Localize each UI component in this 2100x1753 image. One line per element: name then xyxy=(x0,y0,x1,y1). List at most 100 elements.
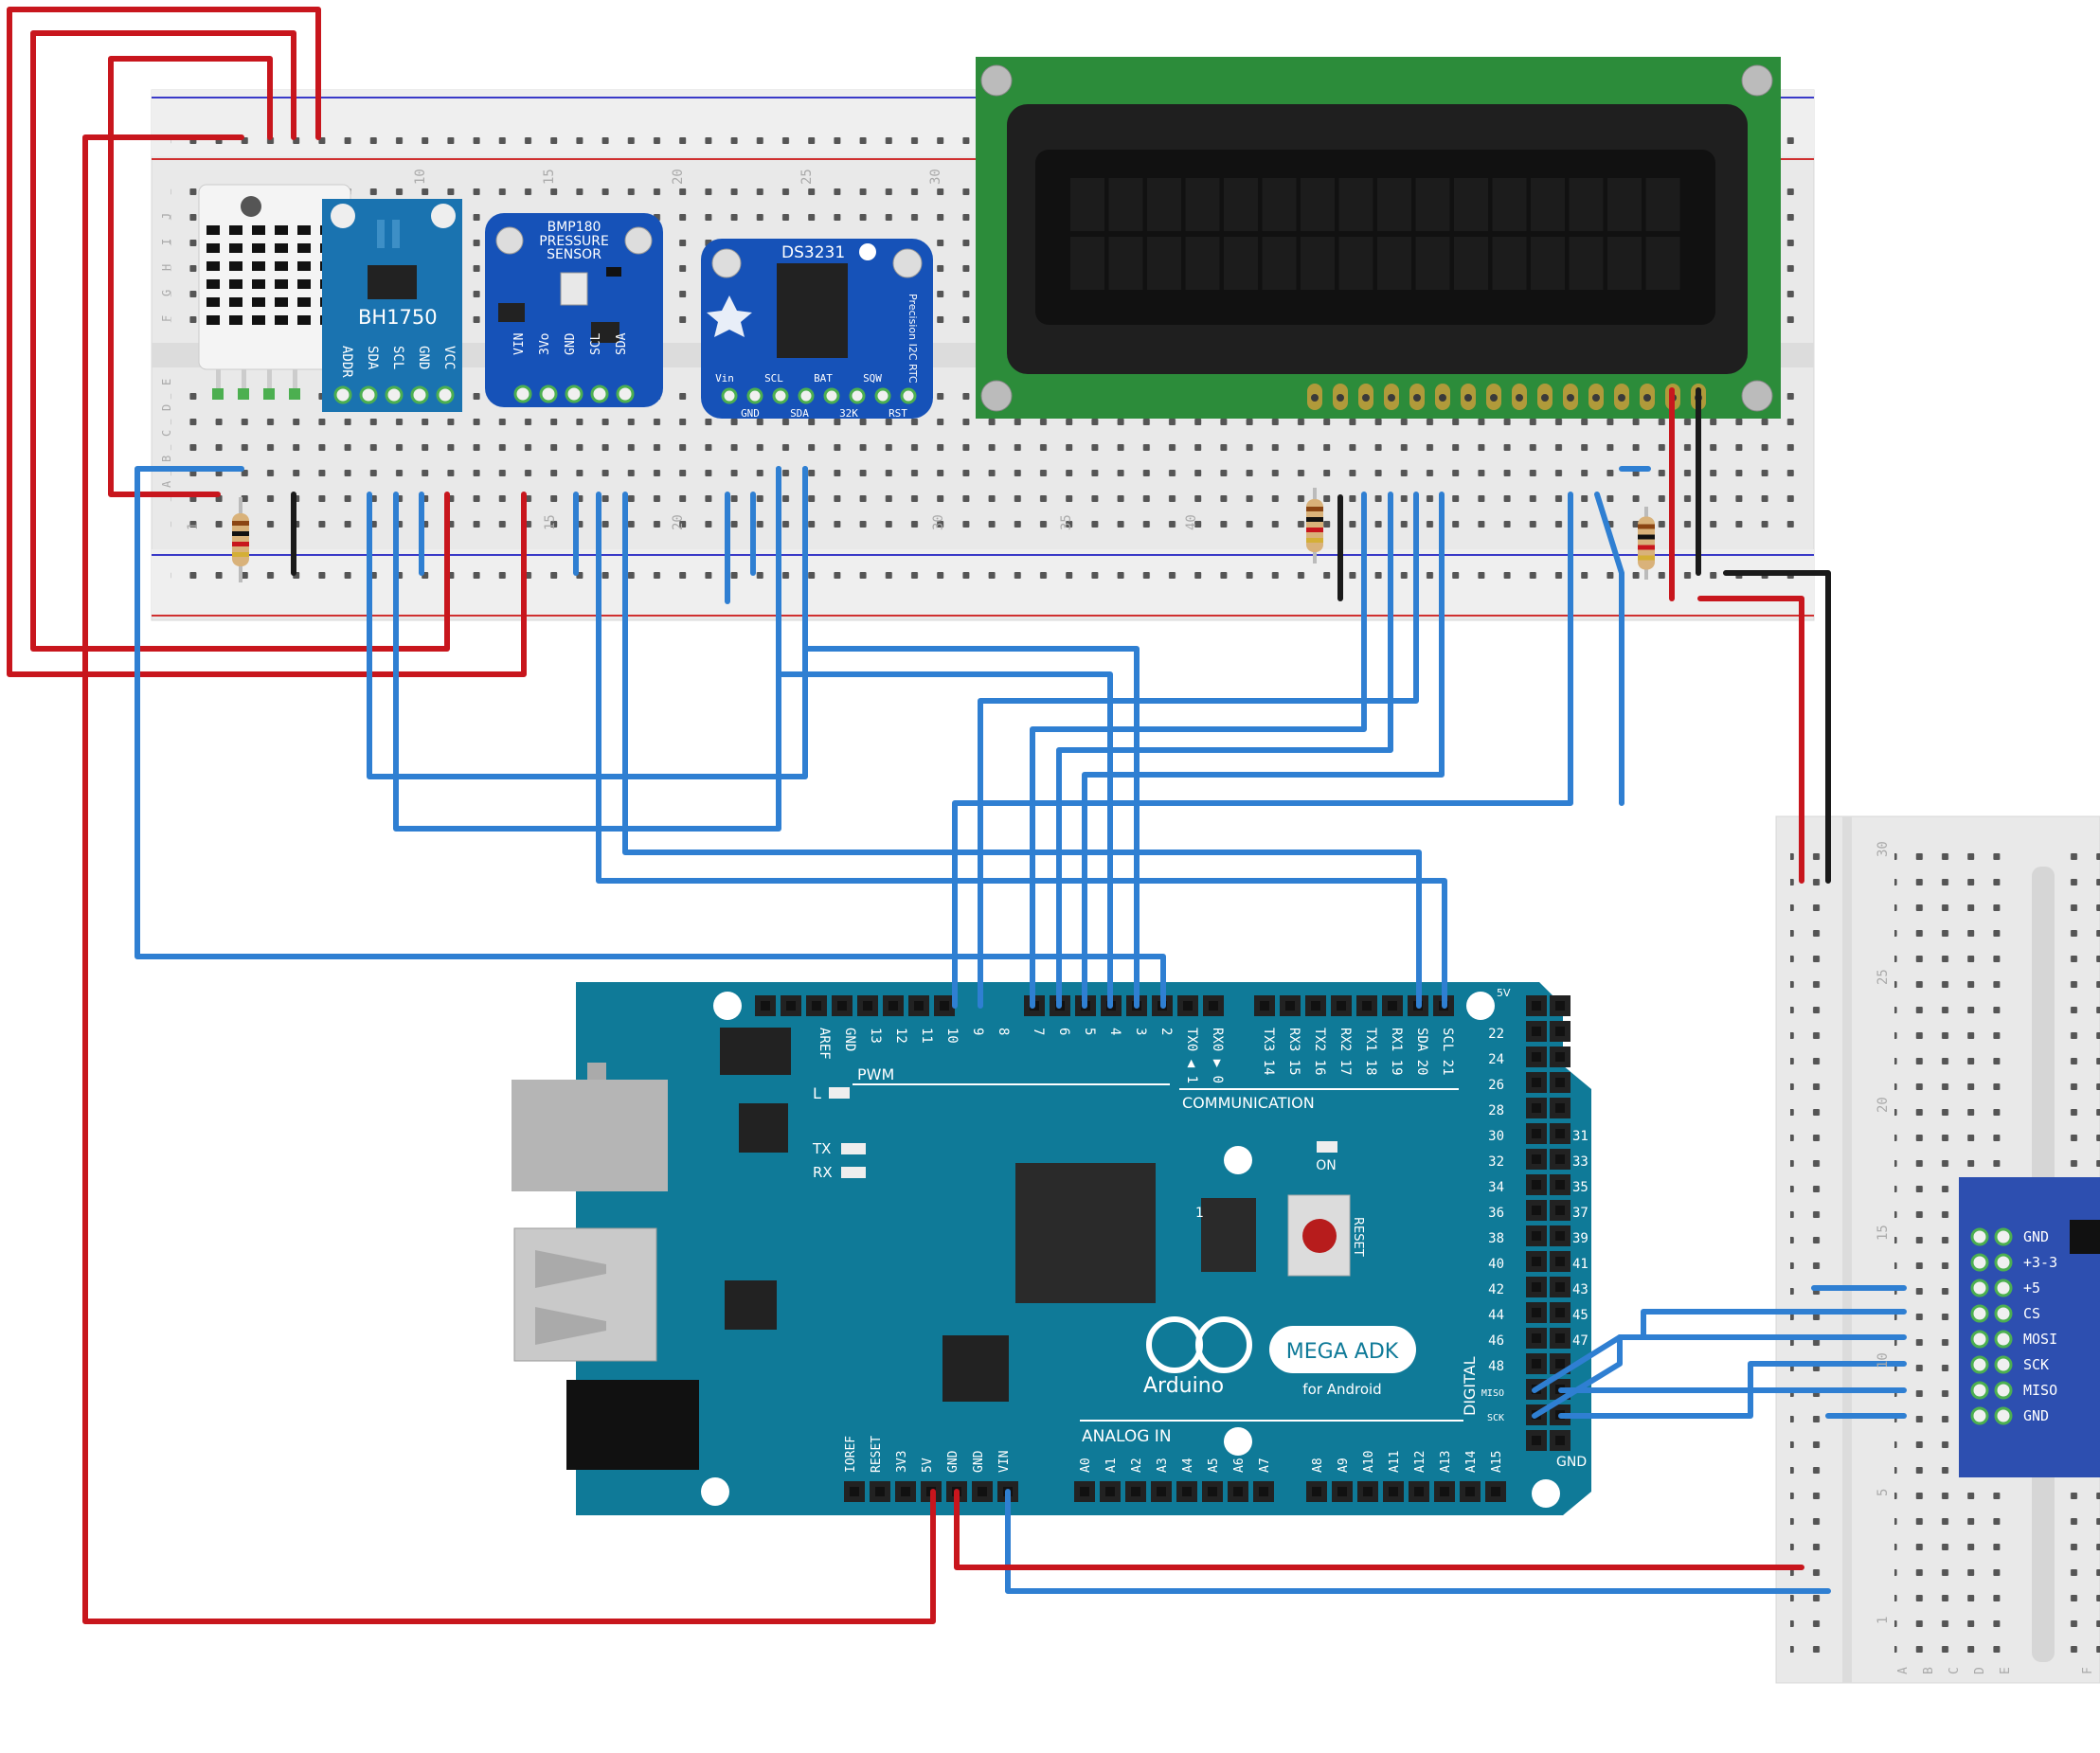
arduino-pin-label: A8 xyxy=(1311,1458,1325,1473)
arduino-pin-label: A3 xyxy=(1156,1458,1170,1473)
header-hole xyxy=(1183,1001,1193,1011)
screw-hole xyxy=(980,380,1013,412)
model-name: MEGA ADK xyxy=(1286,1340,1399,1364)
side-number: 15 xyxy=(1876,1225,1891,1241)
arduino-pin-label: A14 xyxy=(1464,1450,1479,1473)
dht-sensor xyxy=(198,184,351,400)
arduino-pin-label: A15 xyxy=(1490,1451,1504,1473)
arduino-pin-label: A9 xyxy=(1337,1458,1351,1473)
red-wire xyxy=(954,1489,1804,1570)
dht-leg-pad xyxy=(263,388,275,400)
side-letter: E xyxy=(1999,1667,2013,1674)
header-hole xyxy=(837,1001,847,1011)
mount-hole xyxy=(701,1477,729,1506)
bmp180-title-2: PRESSURE xyxy=(539,234,609,249)
sd-pin-pad xyxy=(1970,1355,1989,1374)
bh1750-pin-label: SCL xyxy=(390,346,405,369)
resistors xyxy=(232,488,1655,582)
lcd-pin-hole xyxy=(1311,394,1319,402)
arduino-pin-label: 42 xyxy=(1488,1282,1504,1297)
arduino-pin-label: 38 xyxy=(1488,1231,1504,1246)
arduino-pin-label: 4 xyxy=(1107,1028,1122,1035)
side-letter: D xyxy=(1973,1667,1987,1674)
ds3231-pin-label: Vin xyxy=(715,372,734,385)
header-hole xyxy=(1337,1001,1346,1011)
reset-button-cap[interactable] xyxy=(1302,1219,1337,1253)
header-hole xyxy=(1157,1487,1166,1496)
icsp-header xyxy=(720,1028,791,1075)
hole-rail-bottom xyxy=(171,559,1800,584)
icsp-header-2 xyxy=(1201,1198,1256,1272)
lcd-cell xyxy=(1377,178,1411,231)
lcd-cell xyxy=(1338,178,1373,231)
sd-pin-label: GND xyxy=(2023,1407,2049,1424)
tx-label: TX xyxy=(812,1140,831,1157)
header-hole xyxy=(1555,1027,1565,1036)
arduino-pin-label: A6 xyxy=(1232,1458,1247,1473)
side-letter: B xyxy=(1922,1667,1936,1674)
header-hole xyxy=(914,1001,924,1011)
resistor-band xyxy=(1306,528,1323,532)
header-hole xyxy=(1555,1257,1565,1266)
arduino-pin-label: GND xyxy=(946,1450,960,1473)
red-wire xyxy=(7,7,527,677)
lcd-cell xyxy=(1645,237,1680,290)
header-hole xyxy=(1555,1180,1565,1190)
row-letter: C xyxy=(160,430,173,437)
arduino-pin-label: 33 xyxy=(1572,1154,1588,1170)
sd-pin-label: CS xyxy=(2023,1305,2040,1322)
bmp180-pin-label: SDA xyxy=(615,332,629,355)
ds3231-pin-pad xyxy=(874,387,891,404)
dht-vent xyxy=(275,279,288,289)
header-hole xyxy=(1260,1001,1269,1011)
sd-pin-pad xyxy=(1994,1227,2013,1246)
column-number: 1 xyxy=(186,523,201,530)
sd-pin-pad xyxy=(1994,1279,2013,1297)
ds3231-pin-pad xyxy=(798,387,815,404)
header-hole xyxy=(940,1001,949,1011)
lcd-cell xyxy=(1070,178,1104,231)
header-hole xyxy=(1532,1436,1541,1445)
header-hole xyxy=(1233,1487,1243,1496)
lcd-pin-hole xyxy=(1413,394,1421,402)
blue-wire xyxy=(622,492,1422,1009)
header-hole xyxy=(1555,1052,1565,1062)
lcd-cell xyxy=(1301,237,1335,290)
lcd-cell xyxy=(1224,237,1258,290)
resistor-band xyxy=(1306,538,1323,543)
lcd-pin-header xyxy=(1307,384,1706,410)
digital-label: DIGITAL xyxy=(1461,1356,1479,1416)
ds3231-pin-label: SCL xyxy=(764,372,783,385)
bh1750-pin-pad xyxy=(410,385,429,404)
ds3231-name: DS3231 xyxy=(781,243,845,262)
header-hole xyxy=(1105,1487,1115,1496)
dht-vent xyxy=(252,243,265,253)
l-led xyxy=(829,1087,850,1099)
adafruit-star-icon xyxy=(707,295,752,337)
dht-vent xyxy=(275,243,288,253)
bh1750-name: BH1750 xyxy=(358,306,438,329)
lcd-pin-hole xyxy=(1490,394,1498,402)
bmp180-title-3: SENSOR xyxy=(547,247,601,262)
row-letter: I xyxy=(160,239,173,245)
arduino-pin-label: 37 xyxy=(1572,1206,1588,1221)
arduino-brand: Arduino xyxy=(1143,1374,1224,1398)
column-number: 20 xyxy=(671,514,686,530)
row-letter: J xyxy=(160,213,173,220)
header-hole xyxy=(1532,1129,1541,1138)
sd-pin-label: GND xyxy=(2023,1228,2049,1245)
arduino-pin-label: 45 xyxy=(1572,1308,1588,1323)
sd-pin-label: +5 xyxy=(2023,1279,2040,1297)
lcd-cell xyxy=(1301,178,1335,231)
lcd-cell xyxy=(1415,178,1450,231)
header-hole xyxy=(1465,1487,1475,1496)
arduino-pin-label: 12 xyxy=(893,1028,908,1044)
lcd-cell xyxy=(1415,237,1450,290)
arduino-pin-label: 43 xyxy=(1572,1282,1588,1297)
usb-b-port xyxy=(512,1080,668,1191)
black-wire xyxy=(1723,570,1831,884)
side-number: 5 xyxy=(1876,1489,1891,1496)
dht-leg-pad xyxy=(238,388,249,400)
